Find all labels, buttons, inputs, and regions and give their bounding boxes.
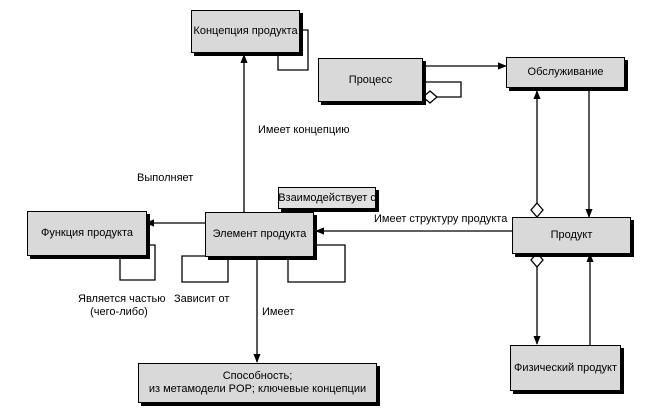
self-loop-concept	[277, 29, 309, 71]
node-capability-label-line2: из метамодели POP; ключевые концепции	[148, 383, 367, 395]
node-capability[interactable]: Способность; из метамодели POP; ключевые…	[138, 363, 377, 403]
node-service-label: Обслуживание	[527, 66, 604, 78]
label-interacts-with: Взаимодействует с	[278, 187, 376, 209]
node-physical-product[interactable]: Физический продукт	[510, 345, 621, 391]
label-is-part-of-line2: (чего-либо)	[90, 306, 148, 318]
node-product-element-label: Элемент продукта	[212, 228, 307, 240]
node-product[interactable]: Продукт	[512, 217, 631, 254]
aggregation-diamond-process	[422, 90, 438, 104]
node-product-label: Продукт	[550, 229, 593, 241]
label-has-concept: Имеет концепцию	[258, 124, 350, 136]
node-capability-label-line1: Способность;	[222, 370, 293, 382]
node-service[interactable]: Обслуживание	[506, 57, 625, 88]
label-depends-on: Зависит от	[174, 293, 230, 305]
label-has-product-structure: Имеет структуру продукта	[374, 213, 508, 225]
node-product-function-label: Функция продукта	[40, 227, 134, 239]
label-is-part-of: Является частью (чего-либо)	[78, 293, 166, 319]
node-product-concept-label: Концепция продукта	[193, 25, 298, 37]
aggregation-diamond-product-top	[530, 202, 544, 218]
label-performs: Выполняет	[137, 172, 194, 184]
label-has: Имеет	[262, 306, 295, 318]
node-process-label: Процесс	[348, 73, 393, 86]
self-loop-element-left	[181, 255, 229, 283]
self-loop-function	[119, 244, 156, 281]
node-physical-product-label: Физический продукт	[513, 361, 618, 374]
node-product-concept[interactable]: Концепция продукта	[191, 10, 300, 53]
self-loop-element-right	[287, 244, 346, 283]
aggregation-diamond-product-bottom	[530, 252, 544, 268]
node-process[interactable]: Процесс	[318, 58, 423, 102]
self-loop-process	[422, 81, 462, 98]
node-product-function[interactable]: Функция продукта	[27, 211, 147, 256]
label-is-part-of-line1: Является частью	[78, 293, 166, 305]
node-product-element[interactable]: Элемент продукта	[205, 212, 314, 257]
